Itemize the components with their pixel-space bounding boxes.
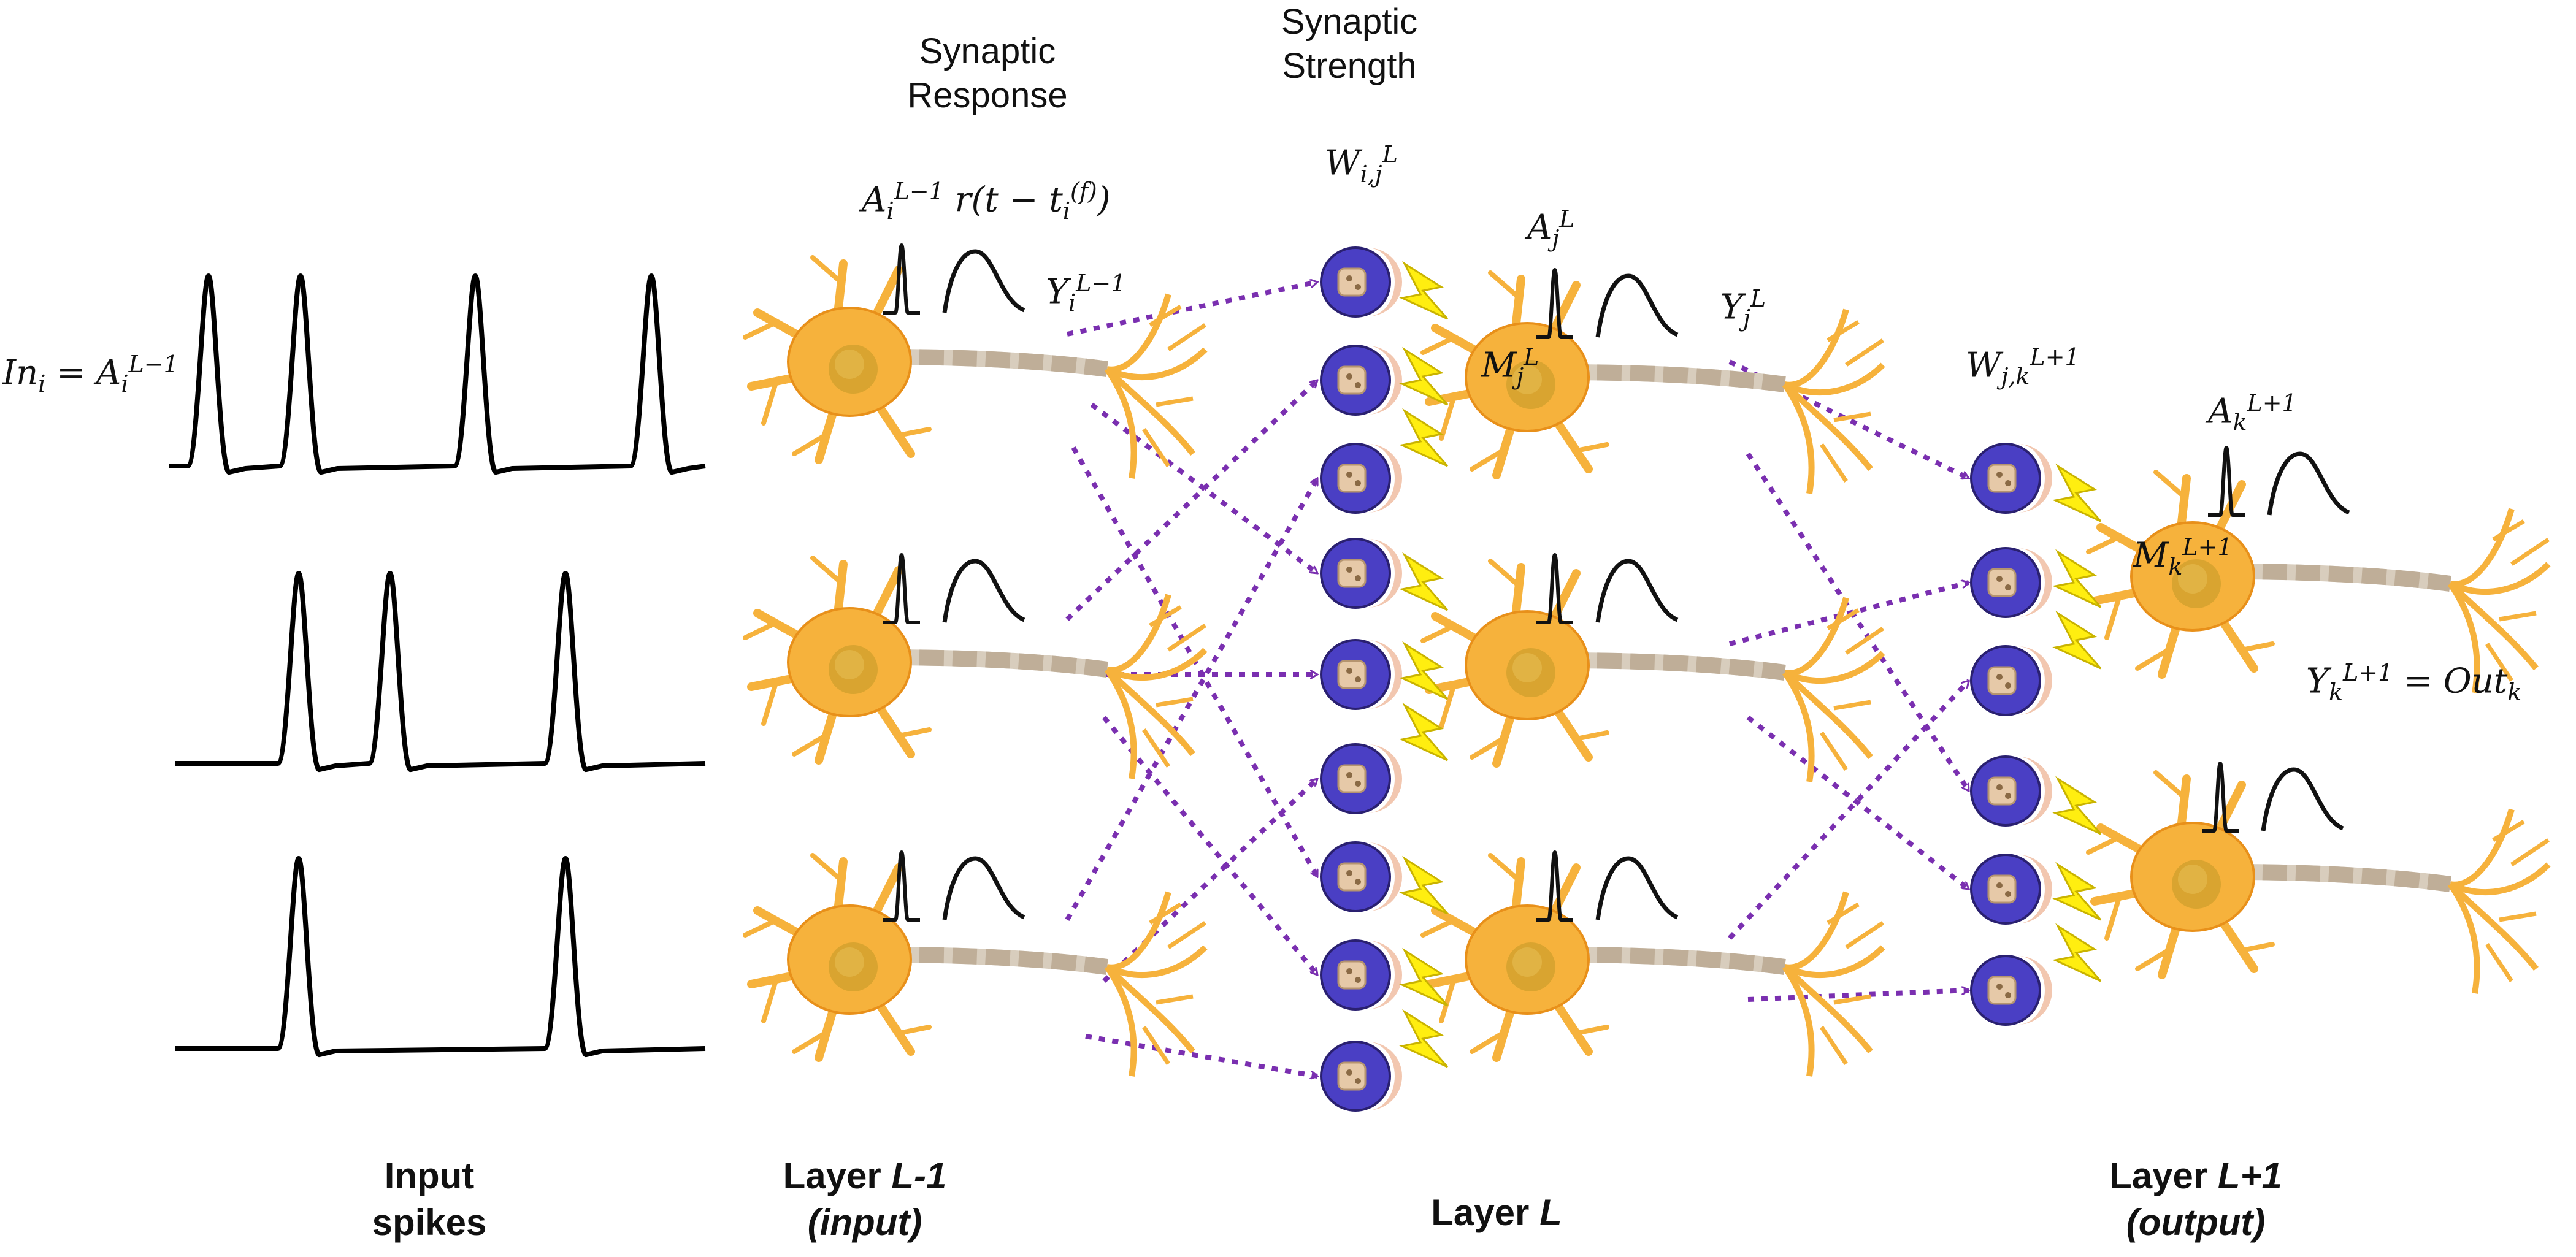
layer-current-label: Layer L xyxy=(1431,1192,1562,1233)
synapse-icon xyxy=(1970,755,2053,827)
y-prev-label: YiL−1 xyxy=(1046,270,1126,316)
spike-train-3 xyxy=(175,856,706,1058)
w-ij-label: Wi,jL xyxy=(1325,141,1398,188)
neuron-icon xyxy=(745,855,1205,1076)
layer-prev-label: Layer L-1(input) xyxy=(783,1155,947,1243)
synapse-icon xyxy=(1320,743,1403,814)
lightning-bolt-icon xyxy=(2054,465,2102,522)
synapse-icon xyxy=(1320,1041,1403,1112)
synapse-icon xyxy=(1320,639,1403,710)
lightning-bolt-icon xyxy=(1401,262,1449,320)
lightning-bolt-icon xyxy=(1401,554,1449,611)
synapse-icon xyxy=(1970,443,2053,514)
response-kernel-icon xyxy=(883,852,1024,920)
lightning-bolt-icon xyxy=(2054,925,2102,982)
synapse-icon xyxy=(1320,246,1403,318)
synapse-icon xyxy=(1970,854,2053,925)
response-kernel-icon xyxy=(1536,852,1677,920)
response-kernel-icon xyxy=(883,245,1024,313)
layer-next-label: Layer L+1(output) xyxy=(2109,1155,2282,1243)
synapse-icon xyxy=(1320,345,1403,416)
synapse-column-2 xyxy=(1970,443,2053,1026)
lightning-bolt-icon xyxy=(1401,857,1449,915)
lightning-bolt-icon xyxy=(1401,704,1449,762)
synapse-icon xyxy=(1970,547,2053,618)
spike-train-1 xyxy=(169,273,706,475)
synapse-icon xyxy=(1320,841,1403,912)
a-j-label: AjL xyxy=(1527,205,1575,252)
lightning-bolt-icon xyxy=(1401,643,1449,700)
synapse-icon xyxy=(1970,955,2053,1026)
response-kernel-icon xyxy=(2202,763,2343,831)
neuron-icon xyxy=(745,258,1205,478)
synapse-icon xyxy=(1320,939,1403,1011)
synapse-icon xyxy=(1970,645,2053,716)
m-k-label: MkL+1 xyxy=(2133,533,2233,580)
y-j-label: YjL xyxy=(1720,285,1766,332)
neuron-icon xyxy=(745,558,1205,779)
synaptic-strength-label: Synaptic Strength xyxy=(1281,2,1418,86)
response-kernel-icon xyxy=(1536,555,1677,622)
output-equation: YkL+1 = Outk xyxy=(2306,659,2522,706)
bolts-column-1 xyxy=(1401,262,1449,1068)
response-kernel-icon xyxy=(2208,448,2349,515)
w-jk-label: Wj,kL+1 xyxy=(1966,343,2080,390)
lightning-bolt-icon xyxy=(2054,863,2102,921)
synapse-icon xyxy=(1320,538,1403,609)
lightning-bolt-icon xyxy=(1401,348,1449,406)
synapse-icon xyxy=(1320,443,1403,514)
response-kernel-icon xyxy=(1536,270,1677,337)
lightning-bolt-icon xyxy=(2054,778,2102,835)
lightning-bolt-icon xyxy=(2054,612,2102,670)
lightning-bolt-icon xyxy=(2054,551,2102,608)
synaptic-response-label: Synaptic Response xyxy=(907,31,1068,115)
input-spikes-label: Input spikes xyxy=(372,1155,487,1243)
input-equation: Ini = AiL−1 xyxy=(2,351,178,397)
m-j-label: MjL xyxy=(1481,343,1539,390)
response-kernel-icon xyxy=(883,555,1024,622)
neuron-icon xyxy=(2088,773,2548,993)
synaptic-response-formula: AiL−1 r(t − ti(f)) xyxy=(862,178,1111,224)
spike-train-2 xyxy=(175,571,706,773)
a-k-label: AkL+1 xyxy=(2208,389,2297,436)
synapse-column-1 xyxy=(1320,246,1403,1112)
